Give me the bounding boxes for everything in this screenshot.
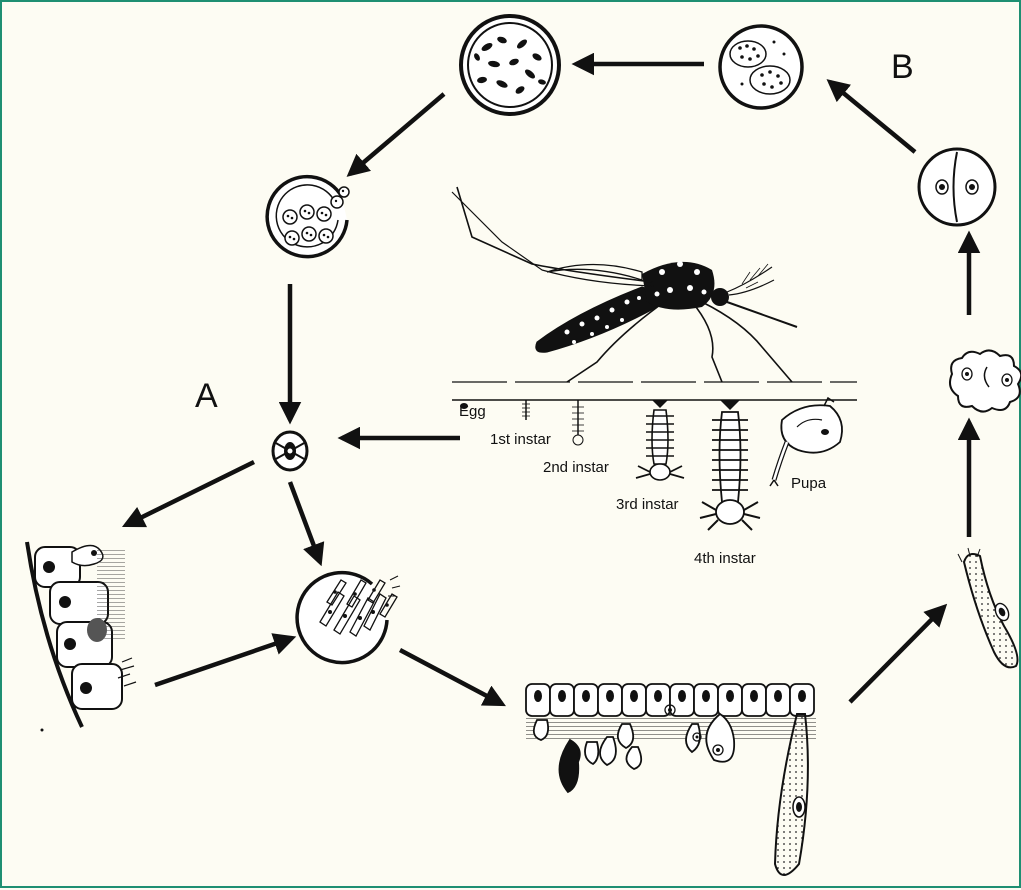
label-4th-instar: 4th instar [694, 550, 756, 567]
two-cell-stage-icon [919, 149, 995, 225]
sporozoite-icon [273, 432, 307, 470]
label-3rd-instar: 3rd instar [616, 496, 679, 513]
label-1st-instar: 1st instar [490, 431, 551, 448]
oocyst-developing-icon [720, 26, 802, 108]
gut-epithelium-bottom-icon [526, 684, 816, 875]
amoeboid-cluster-icon [950, 350, 1021, 411]
larva-1st-instar-icon [522, 400, 530, 420]
oocyst-mature-icon [461, 16, 559, 114]
gamont-icon [958, 548, 1018, 667]
stage-label-b: B [891, 48, 914, 86]
arrow-a-to-epithelium [126, 462, 254, 525]
gut-epithelium-left-icon [27, 542, 136, 732]
sporulated-oocyst-icon [267, 177, 349, 257]
larva-3rd-instar-icon [636, 400, 684, 480]
label-pupa: Pupa [791, 475, 827, 492]
trophozoite-cluster-icon [297, 573, 400, 663]
larva-2nd-instar-icon [572, 400, 584, 445]
pupa-icon [770, 398, 842, 486]
arrow-gamont [850, 607, 944, 702]
mosquito-icon [452, 187, 857, 400]
arrow-top-left [350, 94, 444, 174]
arrow-epithelium-to-cluster [155, 638, 292, 685]
arrow-a-to-cluster [290, 482, 320, 562]
stage-label-a: A [195, 377, 218, 415]
larva-4th-instar-icon [700, 400, 760, 530]
cycle-arrows [126, 64, 969, 704]
arrow-cluster-to-gut [400, 650, 502, 704]
label-egg: Egg [459, 403, 486, 420]
label-2nd-instar: 2nd instar [543, 459, 609, 476]
arrow-b-right-top [830, 82, 915, 152]
